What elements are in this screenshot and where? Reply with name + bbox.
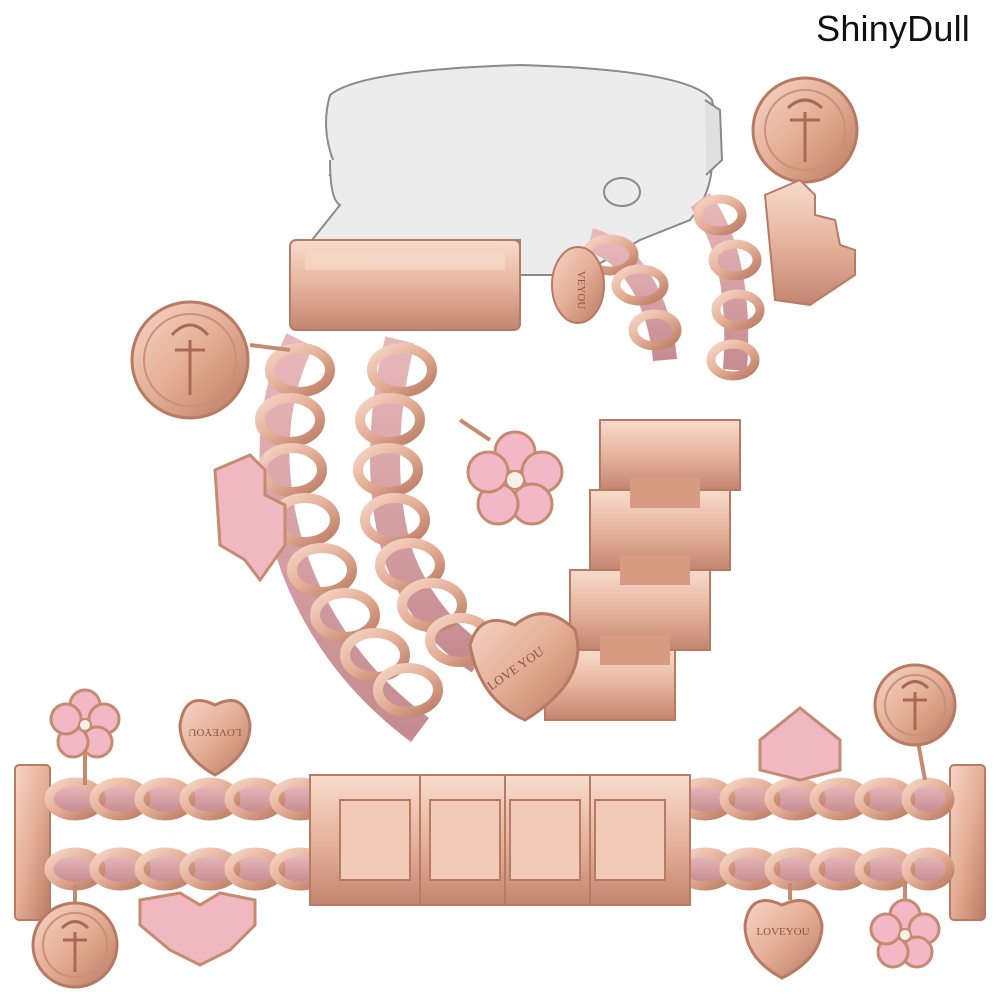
chain-links-left [44, 777, 331, 891]
heart-charm-love-you: LOVE YOU [468, 612, 580, 722]
oval-charm: VEYOU [551, 246, 605, 324]
pixel-heart-charm [763, 178, 856, 307]
flower-charm [49, 688, 121, 785]
pixel-heart-charm [758, 706, 842, 782]
flat-watch-band: LOVEYOU LOVEYOU [14, 663, 986, 989]
heart-charm-love-you: LOVEYOU [178, 699, 252, 777]
heart-charm-love-you: LOVEYOU [743, 883, 824, 980]
chain-links-right [674, 777, 955, 891]
charm-engraving: LOVEYOU [756, 926, 809, 938]
link-bracelet-segment [544, 419, 741, 721]
tree-coin-charm [130, 300, 291, 420]
charm-engraving: VEYOU [575, 271, 587, 310]
chain-strand-right [353, 336, 495, 673]
brand-watermark: ShinyDull [816, 8, 970, 49]
pixel-heart-charm [138, 891, 257, 967]
curved-watch-band: LOVE YOU VEYOU [130, 63, 859, 742]
chain-strand-left [255, 333, 443, 742]
flower-charm [869, 883, 941, 969]
metal-link-section [309, 774, 691, 906]
pixel-heart-charm [213, 453, 287, 583]
tree-coin-charm [873, 663, 957, 781]
charm-engraving: LOVEYOU [188, 726, 241, 738]
left-end-lug [14, 764, 51, 921]
right-end-lug [949, 764, 986, 921]
chain-strand-back [581, 192, 765, 381]
tree-coin-charm [31, 885, 119, 989]
flower-charm [458, 418, 564, 526]
tree-coin-charm [751, 76, 859, 184]
